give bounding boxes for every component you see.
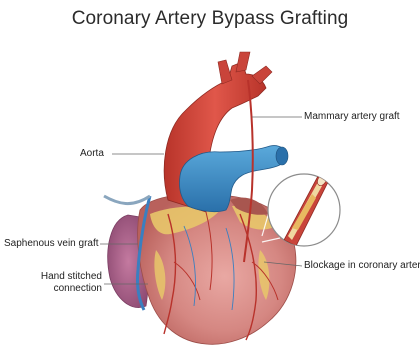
aorta-branch xyxy=(218,60,232,84)
pulmonary-artery-end xyxy=(276,147,288,165)
label-saphenous-vein-graft: Saphenous vein graft xyxy=(4,238,99,250)
label-mammary-artery-graft: Mammary artery graft xyxy=(304,111,400,123)
saphenous-vein-graft-extension xyxy=(104,196,150,204)
label-aorta: Aorta xyxy=(80,148,104,160)
label-hand-stitched-line1: Hand stitched xyxy=(28,271,102,283)
label-blockage: Blockage in coronary artery xyxy=(304,260,420,272)
aorta-branch xyxy=(236,52,250,72)
label-hand-stitched-line2: connection xyxy=(28,283,102,295)
label-hand-stitched: Hand stitched connection xyxy=(28,271,102,295)
